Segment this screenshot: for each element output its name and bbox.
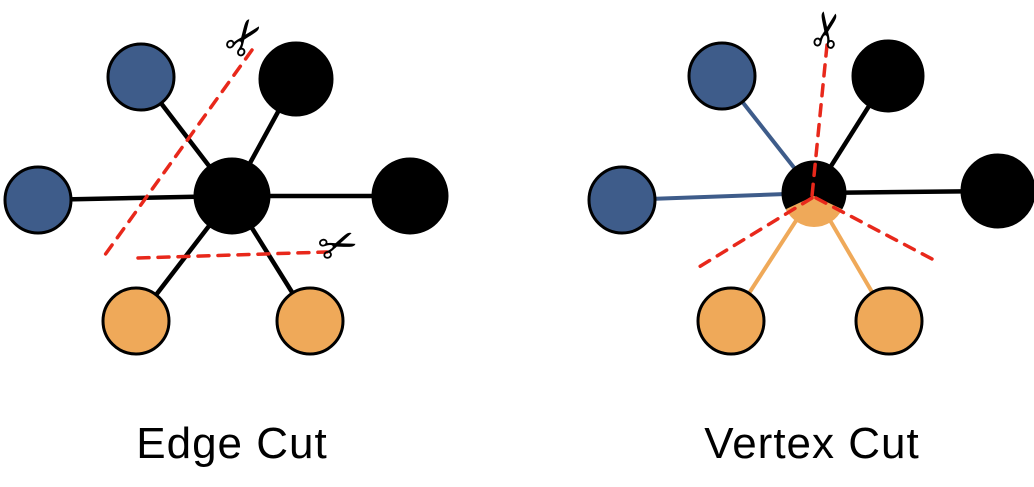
cut-line: [810, 43, 829, 198]
graph-node-right: [371, 157, 449, 235]
scissors-icon: ✂: [311, 213, 366, 277]
cut-line: [100, 48, 254, 261]
cut-line: [814, 196, 936, 262]
graph-node-top-right: [851, 39, 925, 113]
graph-node-center: [193, 157, 271, 235]
graph-node-bottom-left: [101, 286, 171, 356]
graph-node-left: [587, 165, 657, 235]
vertex-cut-graph: ✂: [587, 5, 1034, 356]
cut-line: [697, 196, 814, 269]
graph-node-top-left: [687, 41, 757, 111]
split-vertex-wedge: [785, 196, 843, 227]
edge-cut-graph: ✂✂: [3, 5, 449, 356]
graph-node-bottom-left: [696, 286, 766, 356]
graph-node-bottom-right: [275, 286, 345, 356]
edge-cut-label: Edge Cut: [136, 419, 327, 468]
graph-node-left: [3, 165, 73, 235]
graph-node-right: [960, 153, 1034, 229]
vertex-cut-label: Vertex Cut: [704, 419, 919, 468]
graph-node-top-left: [106, 42, 176, 112]
scissors-icon: ✂: [797, 5, 859, 54]
graph-node-bottom-right: [854, 286, 924, 356]
cut-line: [136, 250, 329, 260]
graph-node-top-right: [258, 41, 334, 117]
